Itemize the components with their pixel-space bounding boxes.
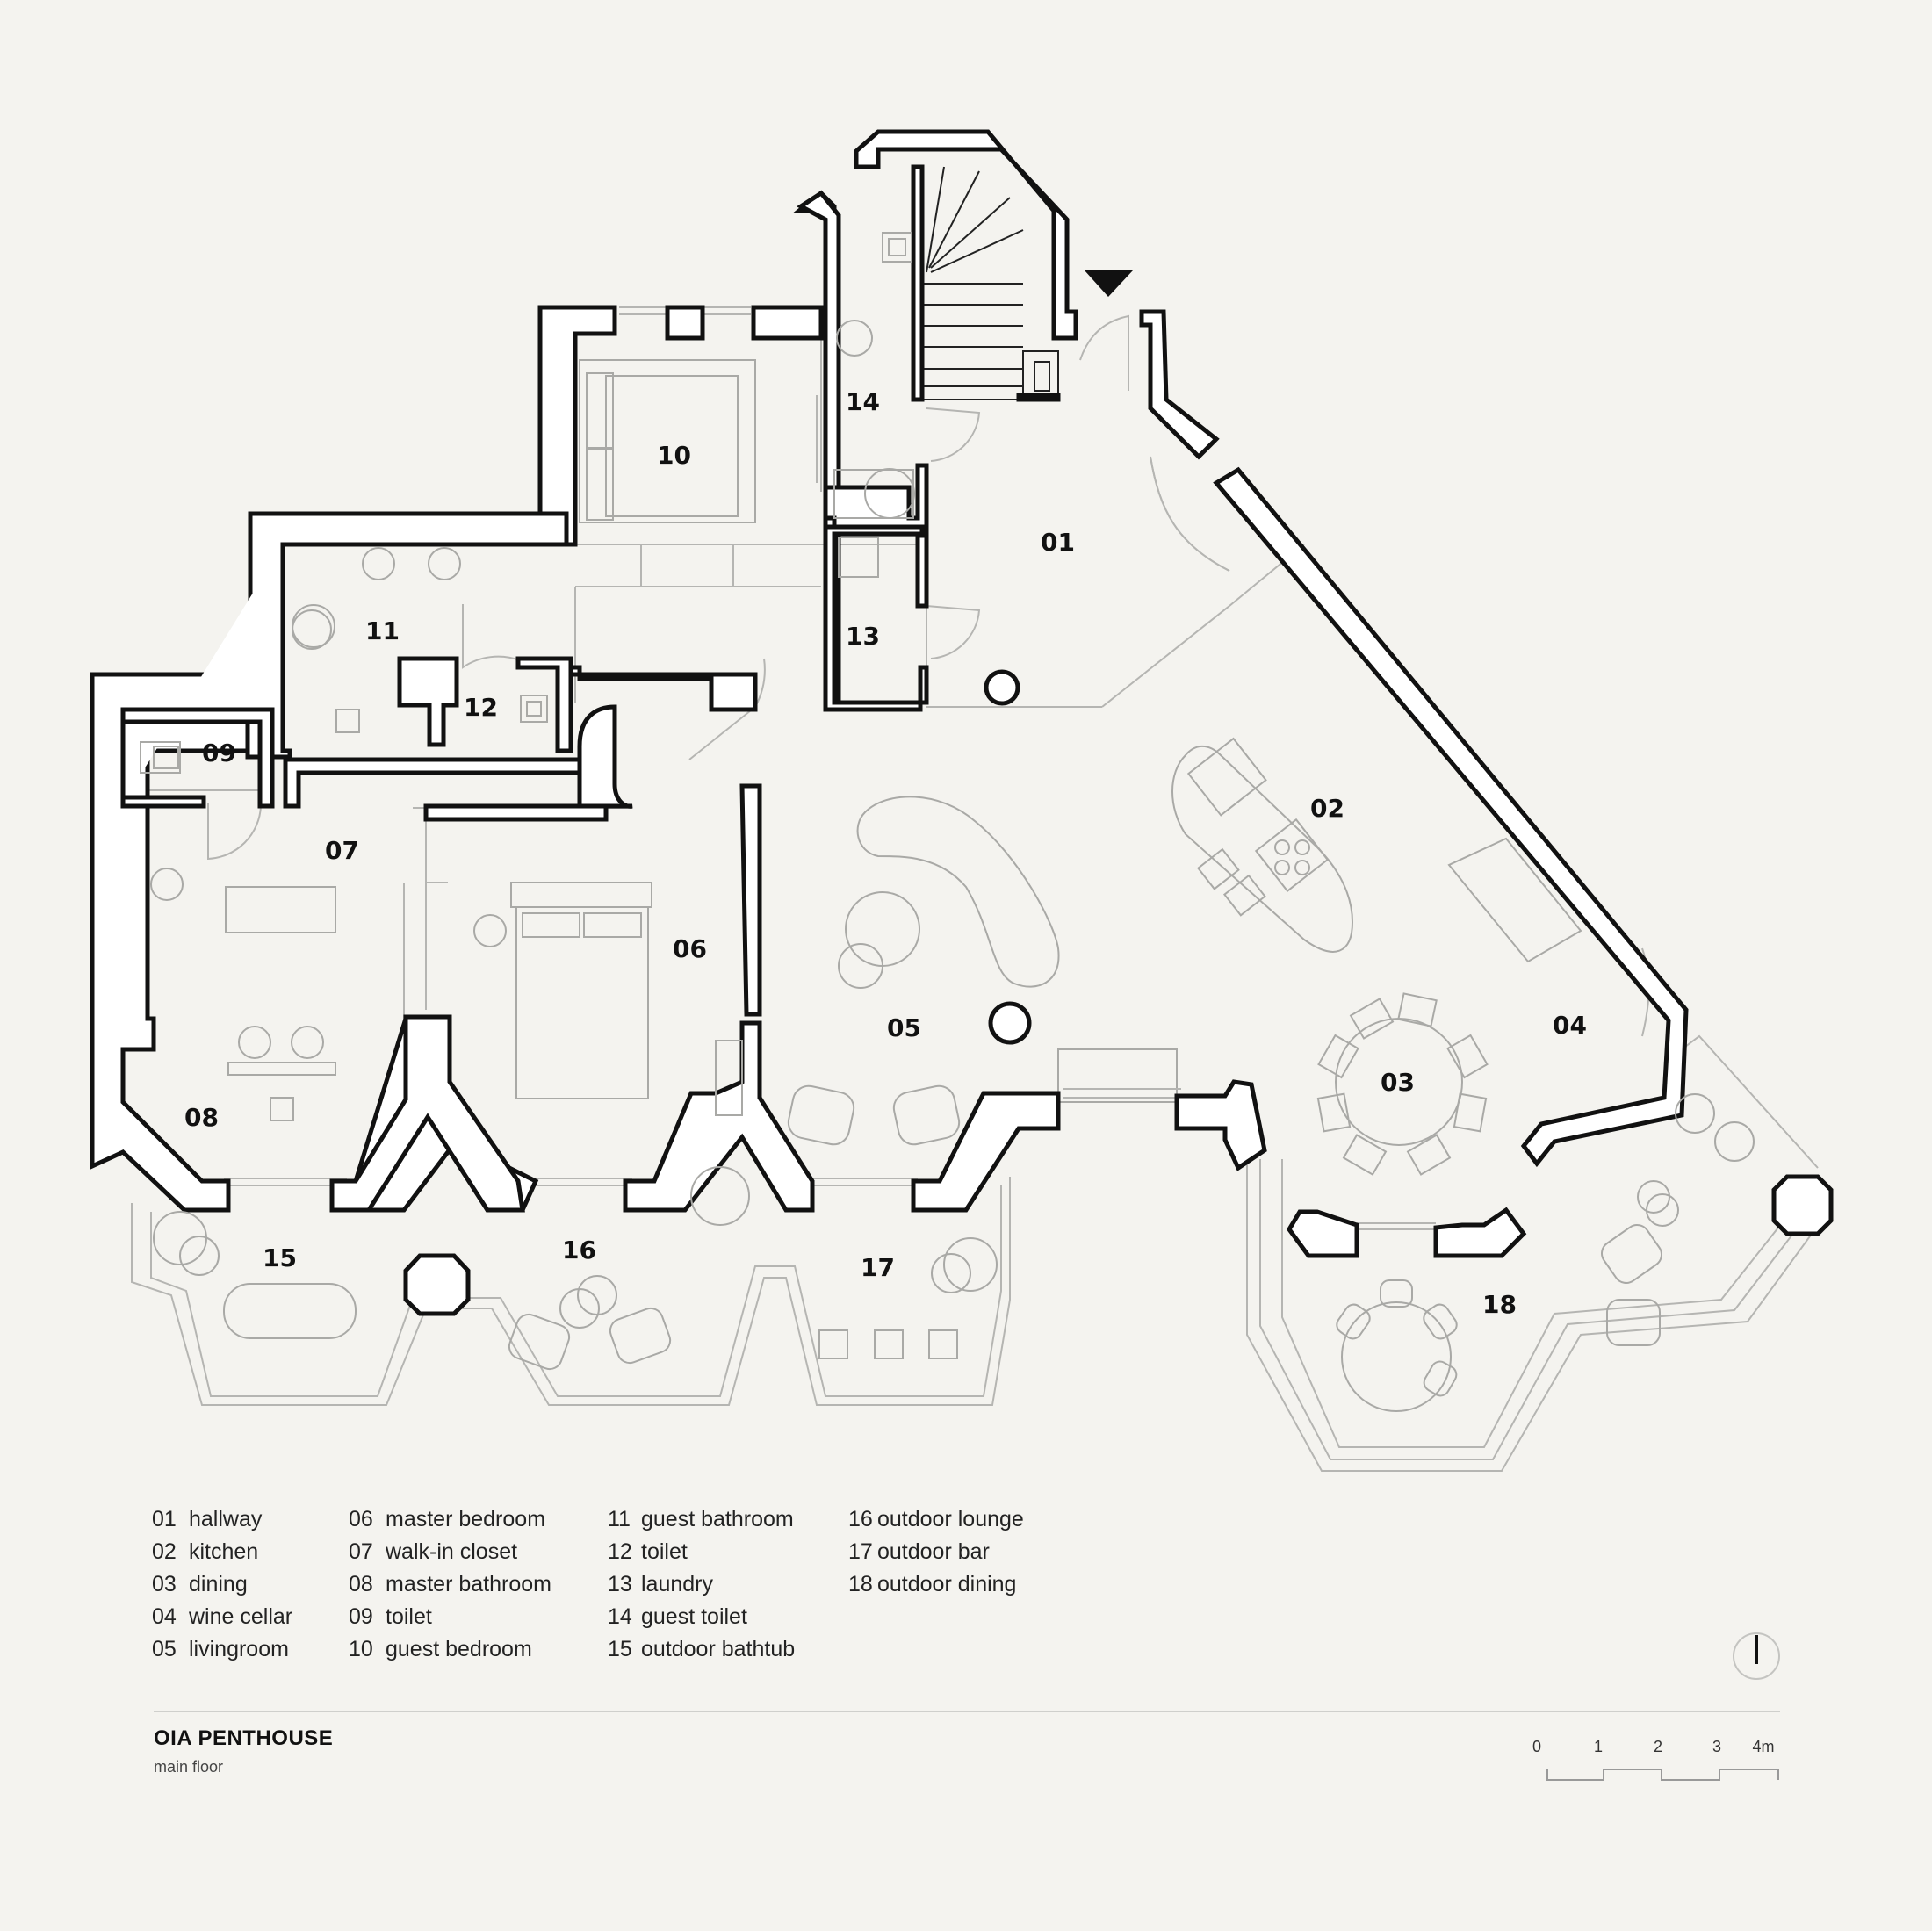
terrace-outlines bbox=[131, 456, 1832, 1472]
room-label-02: 02 bbox=[1310, 794, 1344, 823]
room-labels: 01 02 03 04 05 06 07 08 09 10 11 12 13 1… bbox=[184, 387, 1587, 1319]
room-label-16: 16 bbox=[562, 1236, 596, 1265]
room-label-01: 01 bbox=[1041, 528, 1075, 557]
scale-tick-label: 2 bbox=[1654, 1738, 1662, 1755]
room-label-17: 17 bbox=[861, 1253, 895, 1282]
scale-bar: 0 1 2 3 4m bbox=[1532, 1738, 1779, 1781]
triangle-down-icon bbox=[1085, 270, 1133, 297]
plan-subtitle: main floor bbox=[154, 1758, 224, 1776]
door-swings bbox=[207, 314, 1230, 861]
room-label-04: 04 bbox=[1553, 1011, 1587, 1040]
room-label-03: 03 bbox=[1381, 1068, 1415, 1097]
staircase bbox=[921, 166, 1059, 400]
scale-tick-label: 3 bbox=[1712, 1738, 1721, 1755]
divider bbox=[154, 1711, 1780, 1712]
plan-title: OIA PENTHOUSE bbox=[154, 1726, 334, 1750]
walls bbox=[90, 129, 1689, 1258]
room-label-10: 10 bbox=[657, 441, 691, 470]
room-label-07: 07 bbox=[325, 836, 359, 865]
scale-tick-label: 4m bbox=[1752, 1738, 1774, 1755]
north-arrow-icon bbox=[1733, 1632, 1780, 1680]
room-label-13: 13 bbox=[846, 622, 880, 651]
scale-tick-label: 0 bbox=[1532, 1738, 1541, 1755]
room-label-05: 05 bbox=[887, 1013, 921, 1042]
room-label-18: 18 bbox=[1482, 1290, 1517, 1319]
room-label-12: 12 bbox=[464, 693, 498, 722]
room-label-08: 08 bbox=[184, 1103, 219, 1132]
furniture bbox=[140, 232, 1755, 1412]
columns bbox=[403, 669, 1834, 1316]
room-label-11: 11 bbox=[365, 616, 400, 645]
room-label-09: 09 bbox=[202, 739, 236, 767]
room-label-06: 06 bbox=[673, 934, 707, 963]
scale-tick-label: 1 bbox=[1594, 1738, 1603, 1755]
room-label-14: 14 bbox=[846, 387, 880, 416]
room-label-15: 15 bbox=[263, 1243, 297, 1272]
